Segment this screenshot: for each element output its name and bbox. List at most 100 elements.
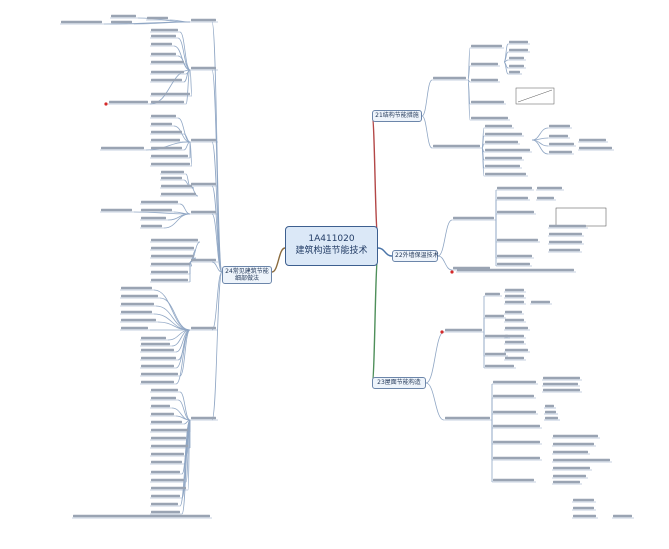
leaf-text-placeholder bbox=[537, 186, 562, 190]
leaf-text-placeholder bbox=[191, 326, 216, 330]
leaf-text-placeholder bbox=[151, 78, 182, 82]
leaf-text-placeholder bbox=[151, 486, 186, 490]
leaf-text-placeholder bbox=[141, 224, 162, 228]
topic-label: 22外墙保温技术 bbox=[395, 252, 439, 259]
leaf-text-placeholder bbox=[549, 150, 572, 154]
connector bbox=[531, 137, 549, 141]
leaf-text-placeholder bbox=[505, 294, 524, 298]
leaf-text-placeholder bbox=[505, 340, 524, 344]
connector bbox=[425, 382, 445, 421]
leaf-text-placeholder bbox=[471, 44, 502, 48]
leaf-text-placeholder bbox=[485, 334, 508, 338]
leaf-text-placeholder bbox=[101, 208, 132, 212]
leaf-text-placeholder bbox=[141, 348, 174, 352]
leaf-text-placeholder bbox=[549, 232, 582, 236]
connector bbox=[421, 79, 433, 117]
connector bbox=[425, 331, 445, 384]
leaf-text-placeholder bbox=[141, 372, 178, 376]
leaf-text-placeholder bbox=[151, 388, 178, 392]
leaf-text-placeholder bbox=[497, 262, 530, 266]
leaf-text-placeholder bbox=[151, 502, 178, 506]
leaf-text-placeholder bbox=[141, 380, 174, 384]
leaf-text-placeholder bbox=[151, 444, 188, 448]
connector bbox=[467, 65, 471, 81]
leaf-text-placeholder bbox=[191, 210, 216, 214]
leaf-text-placeholder bbox=[141, 216, 166, 220]
leaf-text-placeholder bbox=[151, 162, 190, 166]
leaf-text-placeholder bbox=[191, 182, 216, 186]
wall-section-sketch-line bbox=[517, 89, 553, 103]
leaf-text-placeholder bbox=[151, 510, 180, 514]
leaf-text-placeholder bbox=[141, 208, 172, 212]
leaf-text-placeholder bbox=[151, 278, 188, 282]
connector bbox=[437, 255, 453, 271]
leaf-text-placeholder bbox=[151, 494, 180, 498]
leaf-text-placeholder bbox=[141, 336, 166, 340]
central-topic-code: 1A411020 bbox=[308, 234, 355, 244]
leaf-text-placeholder bbox=[151, 154, 188, 158]
leaf-text-placeholder bbox=[151, 262, 190, 266]
wall-section-sketch bbox=[515, 87, 555, 105]
leaf-text-placeholder bbox=[485, 148, 530, 152]
leaf-text-placeholder bbox=[549, 224, 586, 228]
leaf-text-placeholder bbox=[493, 380, 536, 384]
leaf-text-placeholder bbox=[141, 356, 176, 360]
leaf-text-placeholder bbox=[493, 440, 540, 444]
leaf-text-placeholder bbox=[497, 196, 528, 200]
leaf-text-placeholder bbox=[151, 404, 170, 408]
branch-roof-energy bbox=[371, 257, 379, 384]
leaf-text-placeholder bbox=[111, 14, 136, 18]
connector bbox=[155, 305, 191, 331]
leaf-text-placeholder bbox=[579, 138, 606, 142]
leaf-text-placeholder bbox=[485, 364, 514, 368]
priority-marker bbox=[450, 270, 454, 274]
leaf-text-placeholder bbox=[151, 436, 186, 440]
topic-wall-insulation[interactable]: 22外墙保温技术 bbox=[392, 250, 439, 262]
leaf-text-placeholder bbox=[147, 16, 168, 20]
leaf-text-placeholder bbox=[543, 376, 580, 380]
connector bbox=[421, 115, 433, 149]
central-topic-title: 建筑构造节能技术 bbox=[295, 246, 368, 256]
leaf-text-placeholder bbox=[549, 124, 570, 128]
leaf-text-placeholder bbox=[485, 140, 518, 144]
leaf-text-placeholder bbox=[161, 192, 196, 196]
connector bbox=[149, 69, 191, 105]
leaf-text-placeholder bbox=[151, 52, 176, 56]
topic-structure-energy[interactable]: 21结构节能措施 bbox=[372, 110, 422, 122]
topic-roof-energy[interactable]: 23屋面节能构造 bbox=[372, 377, 426, 389]
connector-lines bbox=[103, 17, 549, 515]
leaf-text-placeholder bbox=[493, 456, 540, 460]
leaf-text-placeholder bbox=[493, 394, 534, 398]
connector bbox=[179, 329, 191, 377]
leaf-text-placeholder bbox=[151, 452, 184, 456]
topic-label: 21结构节能措施 bbox=[375, 112, 419, 119]
leaf-text-placeholder bbox=[543, 388, 580, 392]
connector bbox=[467, 79, 471, 121]
connector bbox=[177, 399, 191, 421]
connector bbox=[177, 55, 191, 71]
leaf-text-placeholder bbox=[151, 428, 188, 432]
leaf-text-placeholder bbox=[505, 348, 528, 352]
leaf-text-placeholder bbox=[151, 92, 190, 96]
branch-detail-practice bbox=[271, 247, 286, 273]
central-topic[interactable]: 1A411020 建筑构造节能技术 bbox=[285, 226, 378, 266]
leaf-text-placeholder bbox=[73, 514, 210, 518]
topic-label: 24常见建筑节能细部做法 bbox=[225, 268, 269, 282]
leaf-text-placeholder bbox=[151, 396, 176, 400]
topic-detail-practice[interactable]: 24常见建筑节能细部做法 bbox=[222, 266, 272, 284]
leaf-text-placeholder bbox=[121, 326, 148, 330]
leaf-text-placeholder bbox=[485, 292, 500, 296]
leaf-text-placeholder bbox=[505, 334, 524, 338]
connector bbox=[169, 19, 191, 23]
leaf-text-placeholder bbox=[471, 78, 498, 82]
leaf-text-placeholder bbox=[141, 342, 170, 346]
priority-marker bbox=[104, 102, 108, 106]
leaf-text-placeholder bbox=[151, 114, 176, 118]
leaf-text-placeholder bbox=[151, 70, 184, 74]
leaf-text-placeholder bbox=[505, 326, 528, 330]
leaf-text-placeholder bbox=[549, 134, 568, 138]
leaf-text-placeholder bbox=[191, 18, 216, 22]
leaf-text-placeholder bbox=[433, 76, 466, 80]
connector bbox=[189, 69, 193, 97]
